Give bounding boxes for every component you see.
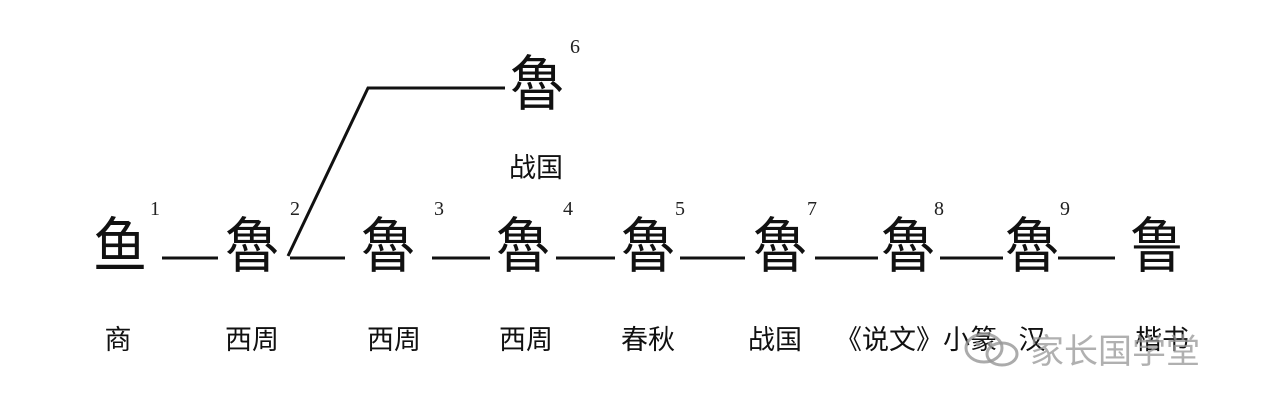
wechat-icon	[964, 332, 1019, 367]
era-label-7: 战国	[748, 325, 802, 356]
glyph-number-6: 6	[570, 36, 580, 58]
era-label-4: 西周	[499, 325, 553, 356]
branch-era-label: 战国	[509, 153, 563, 184]
era-label-10: 楷书	[1135, 325, 1189, 356]
watermark-text: 家长国学堂	[1030, 332, 1200, 372]
glyph-2: 魯	[225, 212, 279, 282]
glyph-number-3: 3	[434, 198, 444, 220]
glyph-number-1: 1	[150, 198, 160, 220]
glyph-10: 鲁	[1130, 212, 1184, 282]
glyph-8: 魯	[881, 212, 935, 282]
glyph-number-4: 4	[563, 198, 573, 220]
glyph-7: 魯	[753, 212, 807, 282]
glyph-9: 魯	[1005, 212, 1059, 282]
era-label-3: 西周	[367, 325, 421, 356]
era-label-1: 商	[104, 325, 132, 356]
era-label-9: 汉	[1018, 325, 1046, 356]
era-label-5: 春秋	[621, 325, 675, 356]
glyph-number-9: 9	[1060, 198, 1070, 220]
glyph-number-5: 5	[675, 198, 685, 220]
glyph-1: 鱼	[93, 212, 147, 282]
branch-connector	[286, 86, 505, 257]
glyph-5: 魯	[621, 212, 675, 282]
glyph-number-8: 8	[934, 198, 944, 220]
era-label-2: 西周	[225, 325, 279, 356]
glyph-number-7: 7	[807, 198, 817, 220]
glyph-3: 魯	[361, 212, 415, 282]
glyph-4: 魯	[496, 212, 550, 282]
glyph-6: 魯	[510, 50, 564, 120]
glyph-number-2: 2	[290, 198, 300, 220]
